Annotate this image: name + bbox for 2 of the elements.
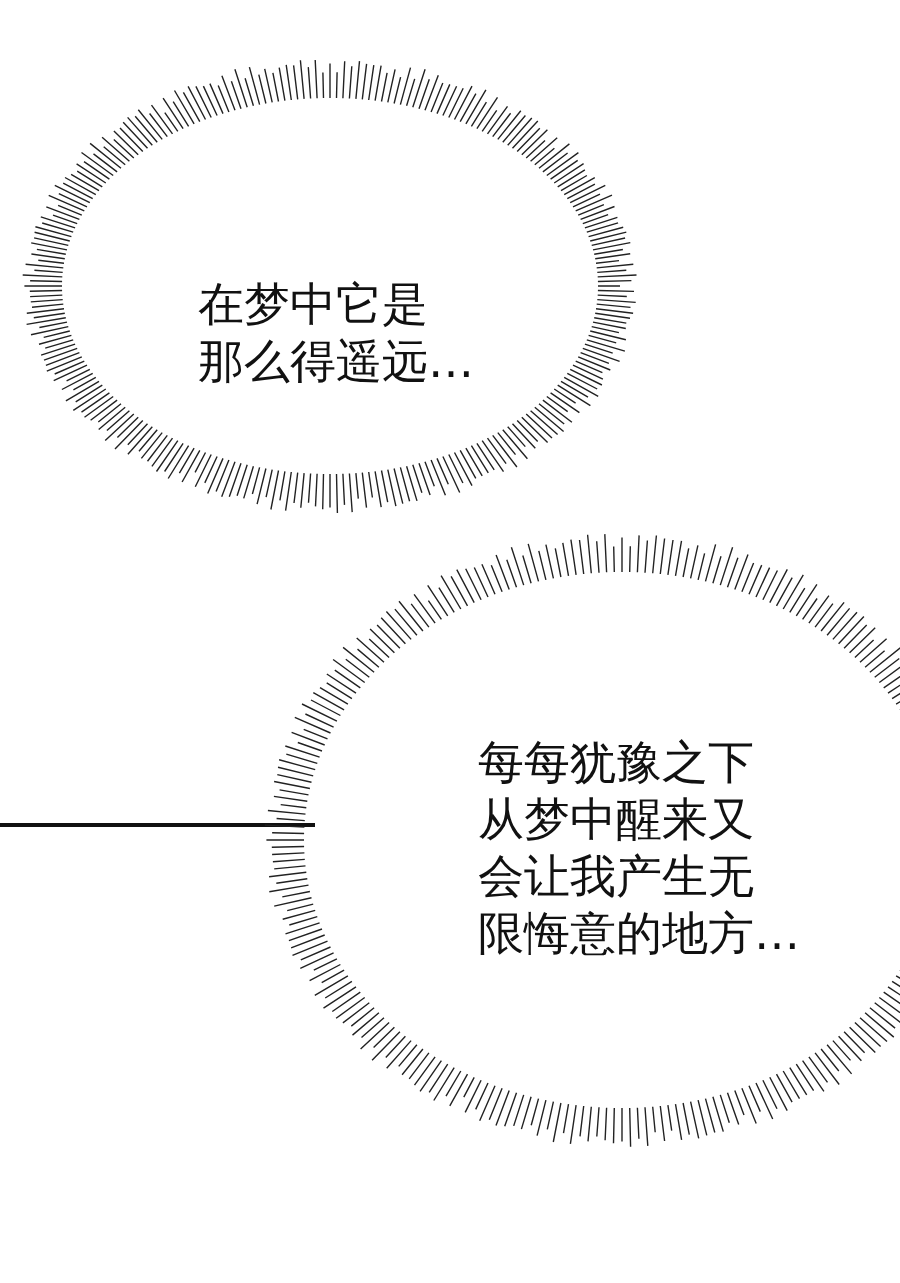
bubble-text: 每每犹豫之下从梦中醒来又会让我产生无限悔意的地方…: [478, 734, 800, 962]
bubble-text: 在梦中它是那么得遥远…: [198, 276, 474, 390]
